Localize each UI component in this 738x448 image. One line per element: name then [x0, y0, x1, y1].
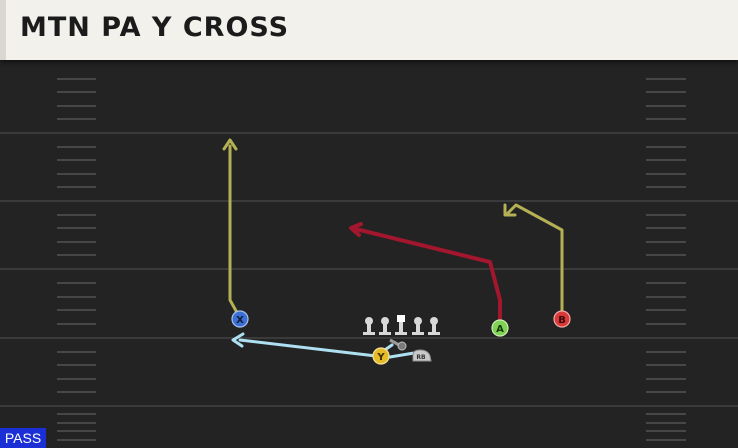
play-title: MTN PA Y CROSS [20, 12, 290, 43]
running-back-icon: RB [412, 349, 432, 362]
routes [222, 138, 564, 360]
y-receiver-label: Y [376, 352, 385, 363]
x-receiver-label: X [236, 315, 244, 326]
a-route [354, 227, 502, 329]
hash-marks-right [646, 78, 686, 441]
offensive-lineman-icon [363, 317, 375, 335]
quarterback-icon [389, 338, 407, 351]
x-receiver-icon: X [231, 310, 249, 328]
x-route [228, 144, 242, 320]
offensive-line [363, 315, 440, 335]
offensive-lineman-icon [379, 317, 391, 335]
arrowhead-icon [231, 332, 245, 348]
arrowhead-icon [222, 138, 238, 151]
b-receiver-icon: B [553, 310, 571, 328]
offensive-lineman-icon [412, 317, 424, 335]
b-route [506, 203, 564, 320]
play-type-badge: PASS [0, 428, 46, 448]
play-header: MTN PA Y CROSS [0, 0, 738, 60]
y-receiver-icon: Y [372, 347, 390, 365]
arrowhead-icon [349, 222, 363, 237]
arrowhead-icon [503, 203, 517, 217]
b-receiver-label: B [558, 315, 566, 326]
a-receiver-icon: A [491, 319, 509, 337]
a-receiver-label: A [496, 324, 504, 335]
center-icon [395, 315, 407, 335]
offensive-lineman-icon [428, 317, 440, 335]
yard-lines [0, 132, 738, 407]
y-route [238, 338, 394, 358]
hash-marks-left [57, 78, 96, 441]
running-back-label: RB [416, 354, 426, 361]
